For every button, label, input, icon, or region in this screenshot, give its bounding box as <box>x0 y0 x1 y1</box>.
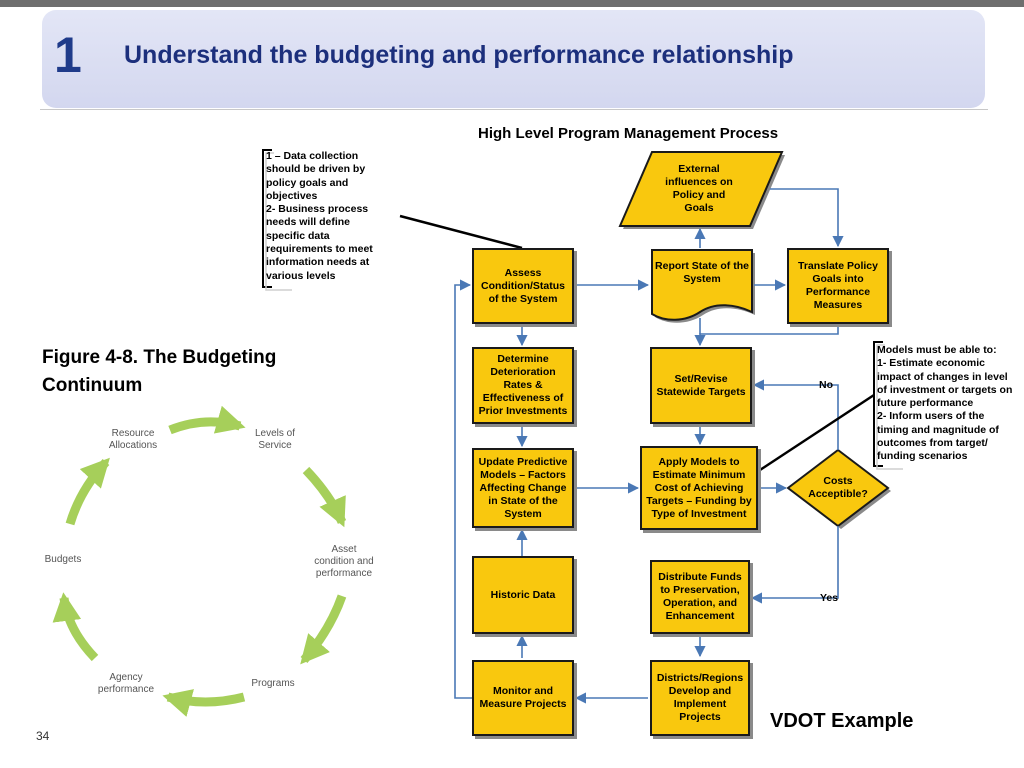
external-influences-shape-fill <box>618 151 784 227</box>
arrow-monitor-assess-loop <box>454 279 472 699</box>
figure-title: Figure 4-8. The Budgeting Continuum <box>42 347 277 396</box>
edge-label-yes: Yes <box>820 592 839 604</box>
node-apply-models: Apply Models to Estimate Minimum Cost of… <box>640 446 758 530</box>
node-update-predictive-models: Update Predictive Models – Factors Affec… <box>472 448 574 528</box>
cycle-label-asset-condition: Asset condition and performance <box>314 544 374 579</box>
report-state-shape <box>651 249 753 321</box>
note-right-bracket <box>873 341 883 467</box>
slide-number: 1 <box>54 27 82 83</box>
callout-leader-right <box>759 393 875 472</box>
title-band <box>42 10 985 108</box>
cycle-arrow-upper-right <box>302 466 347 528</box>
cycle-label-resource-allocations: Resource Allocations <box>108 428 158 451</box>
flowchart-title: High Level Program Management Process <box>478 125 779 142</box>
node-historic-data: Historic Data <box>472 556 574 634</box>
note-models: Models must be able to: 1- Estimate econ… <box>877 344 1013 463</box>
cycle-arrow-bottom <box>162 689 246 717</box>
arrow-costs-yes <box>750 526 839 604</box>
node-determine-deterioration: Determine Deterioration Rates & Effectiv… <box>472 347 574 424</box>
page-number: 34 <box>36 729 50 743</box>
cycle-arrow-lower-right <box>300 594 347 665</box>
node-report-state: Report State of the System <box>655 260 749 285</box>
node-costs-acceptible: Costs Acceptible? <box>808 475 868 500</box>
cycle-label-agency-performance: Agency performance <box>97 672 155 695</box>
cycle-label-budgets: Budgets <box>44 554 82 565</box>
cycle-label-levels-of-service: Levels of Service <box>254 428 296 451</box>
note-left-bracket-shadow <box>265 152 292 291</box>
cycle-arrow-top <box>168 405 246 435</box>
cycle-label-programs: Programs <box>251 678 295 689</box>
arrow-to-set-revise <box>694 324 839 347</box>
arrow-costs-no <box>752 379 839 450</box>
title-divider <box>40 109 988 110</box>
arrow-external-translate <box>770 188 844 248</box>
note-data-collection: 1 – Data collection should be driven by … <box>266 150 373 282</box>
note-right-bracket-shadow <box>876 344 903 470</box>
callout-leader-left <box>399 214 523 250</box>
node-external-influences: External influences on Policy and Goals <box>665 163 733 214</box>
node-distribute-funds: Distribute Funds to Preservation, Operat… <box>650 560 750 634</box>
cycle-arrow-lower-left <box>52 592 99 662</box>
node-monitor-measure: Monitor and Measure Projects <box>472 660 574 736</box>
vdot-example-label: VDOT Example <box>770 710 914 732</box>
node-assess-condition: Assess Condition/Status of the System <box>472 248 574 324</box>
node-set-revise-targets: Set/Revise Statewide Targets <box>650 347 752 424</box>
top-bar <box>0 0 1024 7</box>
node-translate-policy: Translate Policy Goals into Performance … <box>787 248 889 324</box>
note-left-bracket <box>262 149 272 288</box>
cycle-arrow-upper-left <box>65 457 110 526</box>
edge-label-no: No <box>819 379 833 391</box>
node-districts-regions: Districts/Regions Develop and Implement … <box>650 660 750 736</box>
slide-title: Understand the budgeting and performance… <box>124 41 794 69</box>
